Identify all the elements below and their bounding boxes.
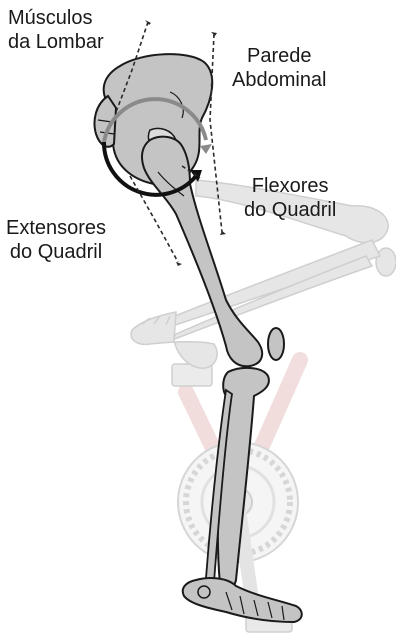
label-parede-line1: Parede bbox=[232, 44, 327, 68]
label-extensores-line2: do Quadril bbox=[6, 240, 106, 264]
abdominal-line bbox=[210, 34, 222, 232]
label-hip-flexors: Flexores do Quadril bbox=[244, 174, 336, 222]
label-hip-extensors: Extensores do Quadril bbox=[6, 216, 106, 264]
label-parede-line2: Abdominal bbox=[232, 68, 327, 92]
label-extensores-line1: Extensores bbox=[6, 216, 106, 240]
label-flexores-line1: Flexores bbox=[244, 174, 336, 198]
label-lombar-line1: Músculos bbox=[8, 6, 104, 30]
patella bbox=[268, 328, 284, 360]
label-lombar-line2: da Lombar bbox=[8, 30, 104, 54]
label-lombar-muscles: Músculos da Lombar bbox=[8, 6, 104, 54]
label-abdominal-wall: Parede Abdominal bbox=[232, 44, 327, 92]
label-flexores-line2: do Quadril bbox=[244, 198, 336, 222]
foot bbox=[183, 578, 302, 622]
